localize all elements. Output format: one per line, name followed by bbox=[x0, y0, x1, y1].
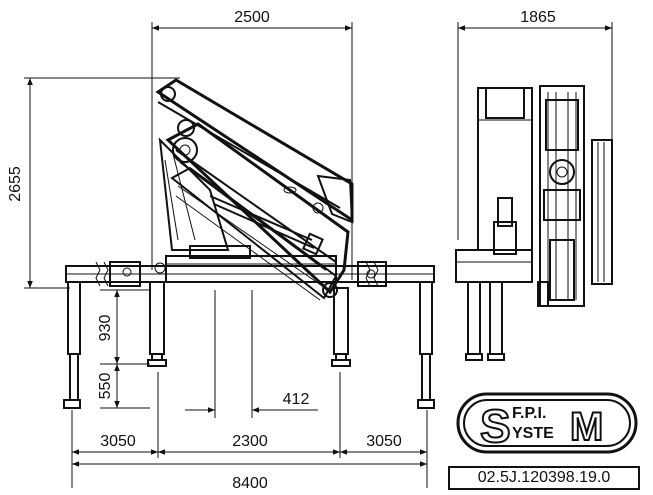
dimension-height: 2655 bbox=[7, 77, 180, 289]
dim-side-width-label: 1865 bbox=[520, 9, 556, 26]
logo-line2: YSTE bbox=[512, 425, 554, 442]
front-crane-base bbox=[158, 137, 337, 283]
front-folded-boom bbox=[155, 78, 354, 301]
dim-stroke-lower-label: 550 bbox=[97, 373, 114, 400]
side-folded-boom bbox=[537, 85, 613, 307]
dim-total-span-label: 8400 bbox=[232, 475, 268, 492]
logo-letter-s: S bbox=[480, 400, 511, 452]
logo-letter-m: M bbox=[570, 405, 603, 449]
dim-outrigger-right-label: 3050 bbox=[366, 433, 402, 450]
dim-stroke-upper-label: 930 bbox=[97, 315, 114, 342]
dimension-side-width: 1865 bbox=[457, 9, 613, 240]
logo-line1: F.P.I. bbox=[512, 405, 546, 422]
dim-outrigger-center-label: 2300 bbox=[232, 433, 268, 450]
dim-small-offset-label: 412 bbox=[283, 391, 310, 408]
dimension-small-offset: 412 bbox=[185, 290, 318, 418]
front-outrigger-legs bbox=[63, 281, 435, 409]
dimension-outrigger-spans: 3050 2300 3050 bbox=[71, 372, 428, 488]
dimension-leg-strokes: 930 550 bbox=[97, 289, 150, 409]
dim-height-label: 2655 bbox=[7, 166, 24, 202]
side-crane-base bbox=[455, 87, 533, 361]
dim-outrigger-left-label: 3050 bbox=[100, 433, 136, 450]
dim-front-width-label: 2500 bbox=[234, 9, 270, 26]
dimension-total-span: 8400 bbox=[72, 461, 427, 492]
dimension-front-width: 2500 bbox=[151, 9, 353, 280]
fpi-system-logo: S F.P.I. YSTE M bbox=[456, 392, 638, 454]
reference-code: 02.5J.120398.19.0 bbox=[448, 466, 640, 490]
